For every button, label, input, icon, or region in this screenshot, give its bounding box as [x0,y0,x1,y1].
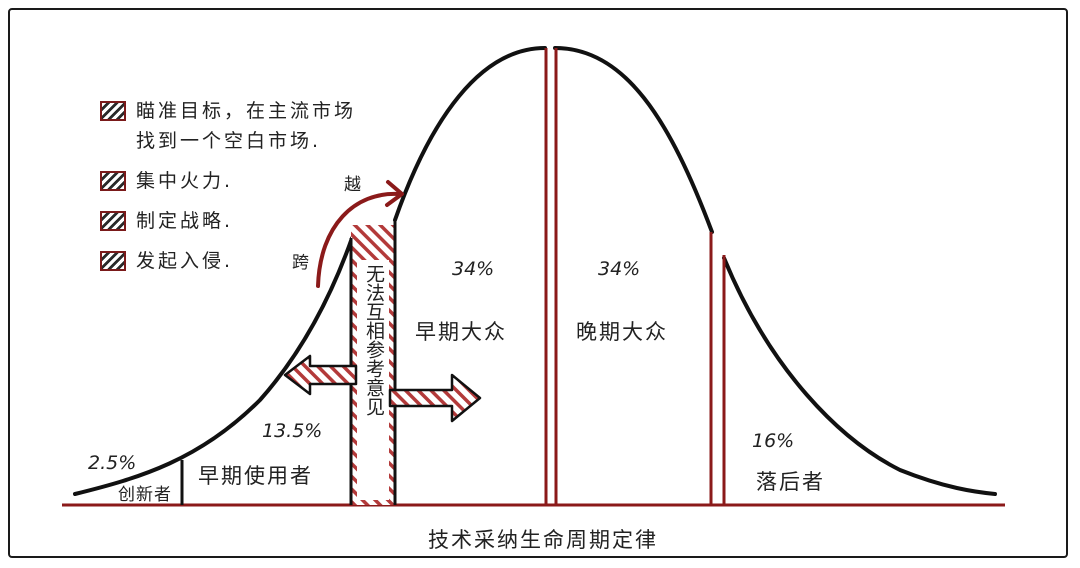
legend-label: 发起入侵. [136,250,234,272]
early-adopters-percent: 13.5% [262,420,323,442]
legend-swatch [100,101,126,121]
legend-item-strategy: 制定战略. [100,206,356,236]
innovators-label: 创新者 [118,485,172,505]
right-arrow [388,373,482,423]
late-majority-percent: 34% [598,258,641,280]
early-majority-percent: 34% [452,258,495,280]
early-adopters-label: 早期使用者 [198,464,313,488]
early-majority-label: 早期大众 [415,320,507,344]
legend-item-target: 瞄准目标，在主流市场 找到一个空白市场. [100,96,356,156]
bell-curve [73,46,997,496]
legend-swatch [100,211,126,231]
innovators-percent: 2.5% [88,452,137,474]
cross-start-label: 跨 [292,253,310,273]
late-majority-label: 晚期大众 [576,320,668,344]
legend: 瞄准目标，在主流市场 找到一个空白市场. 集中火力. 制定战略. 发起入侵. [100,96,356,286]
legend-item-invade: 发起入侵. [100,246,356,276]
cross-arrowhead [385,180,404,207]
legend-swatch [100,251,126,271]
laggards-percent: 16% [752,430,795,452]
legend-label: 瞄准目标，在主流市场 找到一个空白市场. [136,100,357,152]
laggards-label: 落后者 [756,470,825,494]
legend-label: 制定战略. [136,210,234,232]
diagram-caption: 技术采纳生命周期定律 [428,528,658,552]
legend-swatch [100,171,126,191]
legend-item-focus: 集中火力. [100,166,356,196]
chasm-label: 无法互相参考意见 [363,264,385,416]
left-arrow [283,354,358,396]
legend-label: 集中火力. [136,170,234,192]
cross-arrow [316,191,400,288]
chasm-label-bg [357,260,389,500]
cross-end-label: 越 [344,175,362,195]
